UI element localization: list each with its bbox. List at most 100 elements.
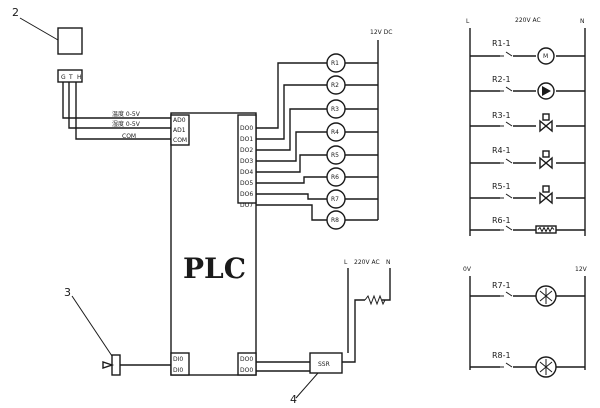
valve-icon-3	[539, 185, 553, 205]
wire-29	[382, 268, 391, 301]
wire-34	[505, 51, 513, 57]
relay-coil-r3-label: R3	[331, 106, 339, 113]
relay-coil-r5	[326, 145, 346, 165]
wire-10	[256, 108, 327, 151]
valve-icon-2	[539, 150, 553, 170]
ladder-top-n: N	[580, 18, 585, 25]
relay-coil-r2-label: R2	[331, 82, 339, 89]
ladder-top-l: L	[466, 18, 470, 25]
wire-0	[19, 17, 59, 41]
fan-icon-1	[535, 285, 557, 307]
relay-coil-r2	[326, 75, 346, 95]
wire-18	[256, 193, 327, 200]
supply-12v-label: 12V DC	[370, 29, 392, 36]
motor-icon	[537, 47, 555, 65]
wire-14	[256, 154, 327, 173]
valve-icon-1	[539, 113, 553, 133]
wire-8	[256, 84, 327, 140]
contact-r3-1: R3-1	[492, 111, 511, 120]
plc-input-ad0: AD0	[173, 117, 186, 124]
wire-44	[505, 121, 513, 127]
input-label-temp: 温度 0-5V	[112, 110, 141, 118]
relay-coil-r6	[326, 167, 346, 187]
contact-r2-1: R2-1	[492, 75, 511, 84]
sensor-terminal-g: G	[61, 74, 66, 81]
pump-arrow	[542, 86, 551, 96]
relay-coil-r8-label: R8	[331, 217, 339, 224]
plc-output-do3: DO3	[240, 158, 253, 165]
sensor-terminal-h: H	[77, 74, 82, 81]
wire-6	[256, 62, 327, 129]
wire-66	[505, 291, 513, 297]
plc-di-1: DI0	[173, 356, 183, 363]
relay-coil-r7	[326, 189, 346, 209]
relay-coil-r1-label: R1	[331, 60, 339, 67]
plc-output-do1: DO1	[240, 136, 253, 143]
wiring-lines	[19, 17, 586, 399]
wire-1	[71, 295, 113, 357]
wire-54	[505, 193, 513, 199]
wire-12	[256, 131, 327, 162]
temperature-probe-tip	[102, 361, 115, 369]
plc-output-do2: DO2	[240, 147, 253, 154]
ladder-bottom-right: 12V	[575, 266, 588, 273]
callout-4: 4	[290, 393, 297, 406]
heater-icon	[535, 225, 557, 234]
relay-coil-r6-label: R6	[331, 174, 339, 181]
relay-coil-r3	[326, 99, 346, 119]
wire-4	[68, 82, 171, 129]
wire-27	[342, 299, 365, 363]
callout-2: 2	[12, 6, 19, 19]
wire-20	[256, 204, 327, 221]
fan-icon-2	[535, 356, 557, 378]
relay-coils: R1 R2 R3 R4 R5 R6 R7 R8	[326, 53, 346, 230]
relay-coil-r5-label: R5	[331, 152, 339, 159]
relay-coil-r1	[326, 53, 346, 73]
plc-output-do4: DO4	[240, 169, 253, 176]
plc-input-com: COM	[173, 137, 187, 144]
relay-coil-r4	[326, 122, 346, 142]
plc-output-do6: DO6	[240, 191, 253, 198]
contact-r7-1: R7-1	[492, 281, 511, 290]
plc-do-block	[237, 352, 257, 376]
plc-title: PLC	[183, 252, 246, 285]
plc-do-2: DO0	[240, 367, 253, 374]
plc-output-block	[237, 114, 257, 204]
sensor-terminal-t: T	[68, 74, 73, 81]
wire-5	[75, 82, 171, 140]
relay-coil-r7-label: R7	[331, 196, 339, 203]
ladder-bottom-left: 0V	[463, 266, 472, 273]
contact-r6-1: R6-1	[492, 216, 511, 225]
wire-49	[505, 158, 513, 164]
plc-output-do0: DO0	[240, 125, 253, 132]
contact-r8-1: R8-1	[492, 351, 511, 360]
contact-r4-1: R4-1	[492, 146, 511, 155]
plc-do-1: DO0	[240, 356, 253, 363]
wire-59	[505, 225, 513, 231]
ssr-box	[309, 352, 343, 374]
input-label-com: COM	[122, 133, 136, 140]
callout-3: 3	[64, 286, 71, 299]
plc-output-do7: DO7	[240, 202, 253, 209]
ssr-label: SSR	[318, 361, 330, 368]
plc-input-block	[170, 114, 190, 146]
contact-r1-1: R1-1	[492, 39, 511, 48]
plc-di-2: DI0	[173, 367, 183, 374]
wire-28	[364, 294, 386, 306]
svg-text:M: M	[543, 53, 548, 60]
sensor-module	[57, 27, 83, 55]
ssr-supply-l: L	[344, 259, 348, 266]
plc-input-ad1: AD1	[173, 127, 186, 134]
contact-r5-1: R5-1	[492, 182, 511, 191]
sensor-terminal-block	[57, 69, 83, 83]
plc-di-block	[170, 352, 190, 376]
relay-coil-r4-label: R4	[331, 129, 339, 136]
input-label-humidity: 湿度 0-5V	[112, 120, 141, 128]
wire-3	[62, 82, 171, 119]
wire-2	[295, 372, 319, 399]
wire-39	[505, 86, 513, 92]
wire-16	[256, 176, 327, 184]
heater-coil	[537, 226, 555, 233]
wire-71	[505, 362, 513, 368]
